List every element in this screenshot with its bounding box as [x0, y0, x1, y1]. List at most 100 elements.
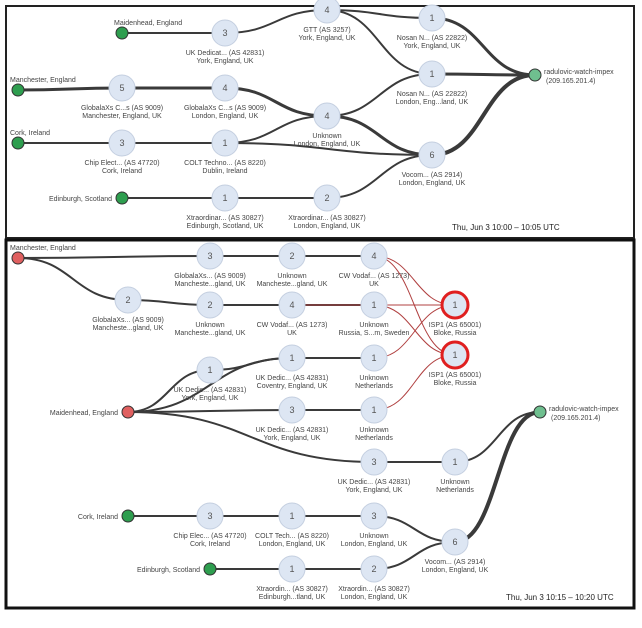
hop-provider: GlobalaXs... (AS 9009) [92, 317, 164, 324]
path-edge [17, 86, 123, 92]
source-node-edinburgh[interactable] [203, 562, 217, 576]
hop-location: Russia, S...m, Sweden [339, 330, 410, 337]
hop-node-x[interactable] [360, 344, 388, 372]
hop-node-e[interactable] [211, 74, 239, 102]
hop-node-g[interactable] [418, 60, 446, 88]
hop-node-y[interactable] [278, 396, 306, 424]
target-address: (209.165.201.4) [546, 78, 595, 85]
hop-count: 3 [207, 251, 212, 261]
hop-node-q[interactable] [196, 291, 224, 319]
hop-location: Dublin, Ireland [202, 168, 247, 175]
target-node[interactable] [528, 68, 542, 82]
hop-provider: ISP1 (AS 65001) [429, 322, 482, 329]
target-address: (209.165.201.4) [551, 415, 600, 422]
source-node-edinburgh[interactable] [115, 191, 129, 205]
hop-node-l[interactable] [313, 184, 341, 212]
source-label-cork: Cork, Ireland [78, 514, 118, 521]
hop-location: London, Eng...land, UK [396, 99, 469, 106]
hop-provider: Unknown [359, 533, 388, 540]
source-node-cork[interactable] [121, 509, 135, 523]
hop-provider: Chip Elec... (AS 47720) [173, 533, 246, 540]
hop-node-ag[interactable] [278, 555, 306, 583]
hop-node-ac[interactable] [196, 502, 224, 530]
hop-node-m[interactable] [196, 242, 224, 270]
hop-count: 1 [371, 300, 376, 310]
hop-node-t[interactable] [440, 290, 470, 320]
hop-location: Edinburgh...tland, UK [259, 594, 326, 601]
source-label-cork: Cork, Ireland [10, 130, 50, 137]
path-edge [431, 16, 536, 77]
hop-location: London, England, UK [259, 541, 326, 548]
path-edge [127, 357, 293, 413]
source-label-maidenhead: Maidenhead, England [50, 410, 118, 417]
hop-node-c[interactable] [418, 4, 446, 32]
source-node-manchester[interactable] [11, 251, 25, 265]
hop-count: 1 [289, 353, 294, 363]
path-edge [431, 73, 536, 157]
top-panel-timestamp: Thu, Jun 3 10:00 – 10:05 UTC [452, 223, 560, 232]
hop-count: 2 [125, 295, 130, 305]
hop-node-ab[interactable] [441, 448, 469, 476]
hop-node-w[interactable] [278, 344, 306, 372]
hop-count: 2 [289, 251, 294, 261]
hop-provider: Unknown [440, 479, 469, 486]
hop-node-r[interactable] [278, 291, 306, 319]
hop-count: 1 [289, 564, 294, 574]
hop-node-ae[interactable] [360, 502, 388, 530]
hop-location: UK [287, 330, 297, 337]
source-node-manchester[interactable] [11, 83, 25, 97]
path-edge [326, 154, 433, 199]
source-node-cork[interactable] [11, 136, 25, 150]
hop-node-o[interactable] [360, 242, 388, 270]
hop-node-f[interactable] [313, 102, 341, 130]
hop-node-v[interactable] [196, 356, 224, 384]
hop-node-u[interactable] [440, 340, 470, 370]
hop-provider: UK Dedic... (AS 42831) [338, 479, 411, 486]
source-node-maidenhead[interactable] [121, 405, 135, 419]
source-label-manchester: Manchester, England [10, 245, 76, 252]
hop-node-n[interactable] [278, 242, 306, 270]
hop-node-s[interactable] [360, 291, 388, 319]
hop-provider: CW Vodaf... (AS 1273) [339, 273, 410, 280]
hop-location: Cork, Ireland [190, 541, 230, 548]
hop-node-h[interactable] [108, 129, 136, 157]
path-edge [224, 142, 433, 156]
path-edge [224, 115, 328, 144]
hop-location: York, England, UK [264, 435, 321, 442]
hop-provider: UK Dedic... (AS 42831) [256, 427, 329, 434]
hop-location: London, England, UK [341, 541, 408, 548]
hop-node-i[interactable] [211, 129, 239, 157]
hop-node-k[interactable] [211, 184, 239, 212]
hop-count: 1 [371, 405, 376, 415]
hop-node-p[interactable] [114, 286, 142, 314]
hop-location: York, England, UK [299, 35, 356, 42]
hop-node-d[interactable] [108, 74, 136, 102]
hop-count: 4 [324, 111, 329, 121]
hop-node-af[interactable] [441, 528, 469, 556]
hop-count: 1 [222, 138, 227, 148]
hop-location: Netherlands [355, 435, 393, 442]
hop-node-aa[interactable] [360, 448, 388, 476]
source-node-maidenhead[interactable] [115, 26, 129, 40]
hop-count: 1 [289, 511, 294, 521]
hop-node-j[interactable] [418, 141, 446, 169]
hop-location: Netherlands [436, 487, 474, 494]
hop-provider: UK Dedic... (AS 42831) [256, 375, 329, 382]
hop-node-b[interactable] [313, 0, 341, 24]
hop-location: Manchester, England, UK [82, 113, 162, 120]
hop-provider: Chip Elect... (AS 47720) [84, 160, 159, 167]
hop-location: Edinburgh, Scotland, UK [187, 223, 264, 230]
target-label: radulovic-watch-impex [544, 69, 614, 76]
hop-location: London, England, UK [422, 567, 489, 574]
hop-node-z[interactable] [360, 396, 388, 424]
source-label-edinburgh: Edinburgh, Scotland [49, 196, 112, 203]
path-edge [326, 114, 433, 157]
source-label-maidenhead: Maidenhead, England [114, 20, 182, 27]
hop-count: 2 [371, 564, 376, 574]
hop-node-ah[interactable] [360, 555, 388, 583]
hop-node-a[interactable] [211, 19, 239, 47]
target-node[interactable] [533, 405, 547, 419]
hop-count: 3 [371, 457, 376, 467]
hop-count: 1 [429, 13, 434, 23]
hop-node-ad[interactable] [278, 502, 306, 530]
